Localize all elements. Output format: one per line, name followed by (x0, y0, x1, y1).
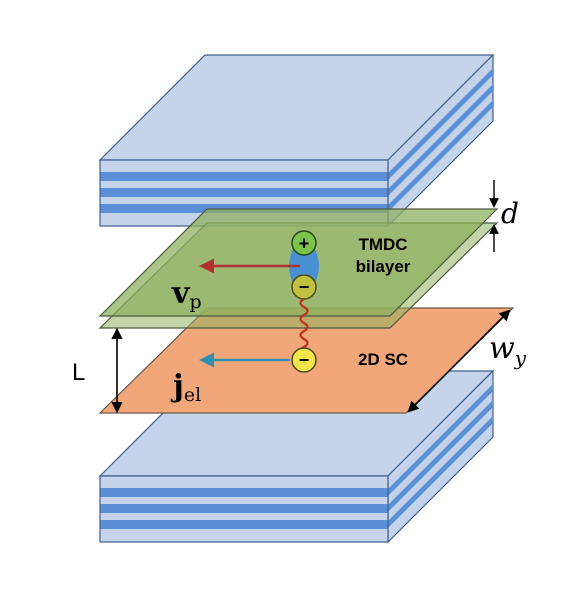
minus-sign-icon: − (299, 277, 310, 297)
current-label: jel (170, 369, 201, 406)
current-label-main: j (170, 369, 184, 404)
velocity-label: vp (171, 276, 202, 313)
hole-particle: + (291, 230, 317, 256)
tmdc-label-line2: bilayer (356, 257, 411, 276)
wy-label: wy (489, 331, 527, 370)
wavy-line-icon (299, 298, 309, 355)
sc-label: 2D SC (358, 350, 408, 369)
d-label: d (501, 197, 519, 230)
top-slab-front-stripes (100, 172, 388, 213)
wy-label-main: w (489, 331, 515, 366)
wy-dimension-arrow (407, 309, 511, 413)
top-slab-side-stripes (388, 68, 493, 212)
l-label: L (72, 359, 85, 386)
tmdc-label-line1: TMDC (358, 235, 407, 254)
minus-sign-icon: − (299, 350, 310, 370)
top-slab (98, 53, 495, 228)
velocity-label-main: v (171, 276, 191, 311)
current-label-sub: el (184, 384, 201, 406)
bottom-slab-front-stripes (100, 488, 388, 529)
velocity-label-sub: p (189, 291, 201, 313)
bound-electron-particle: − (291, 274, 317, 300)
plus-sign-icon: + (299, 234, 310, 254)
wy-label-sub: y (514, 346, 527, 370)
sc-electron-particle: − (291, 347, 317, 373)
